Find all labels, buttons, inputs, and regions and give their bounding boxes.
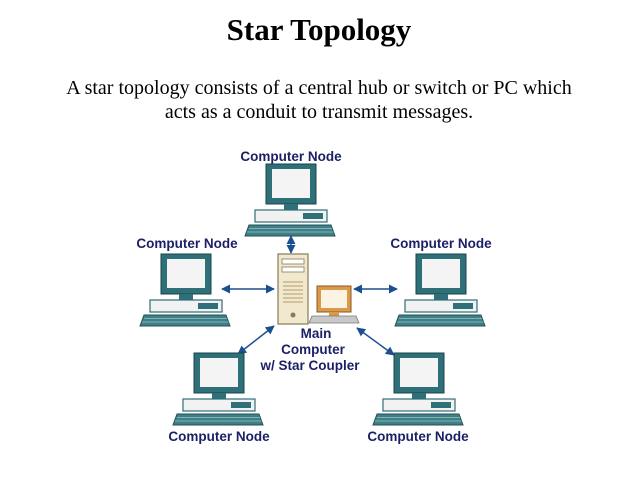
- main-monitor-icon: [308, 285, 360, 324]
- connector-lines: [221, 235, 398, 356]
- computer-node-bottom-right: Computer Node: [367, 352, 469, 444]
- computer-node-left: Computer Node: [136, 236, 238, 327]
- computer-node-top: Computer Node: [240, 149, 342, 237]
- slide-title: Star Topology: [226, 12, 412, 47]
- desktop-computer-icon: [139, 253, 231, 327]
- description-line-1: A star topology consists of a central hu…: [66, 77, 572, 99]
- slide-description: A star topology consists of a central hu…: [30, 76, 608, 124]
- main-label-line-3: w/ Star Coupler: [259, 358, 360, 373]
- node-label-bottom-right: Computer Node: [367, 429, 469, 444]
- computer-node-bottom-left: Computer Node: [168, 352, 270, 444]
- connector-bottom-left: [237, 325, 275, 355]
- desktop-computer-icon: [394, 253, 486, 327]
- main-label-line-1: Main: [301, 326, 332, 341]
- desktop-computer-icon: [172, 352, 264, 426]
- desktop-computer-icon: [372, 352, 464, 426]
- node-label-top: Computer Node: [240, 149, 342, 164]
- node-label-left: Computer Node: [136, 236, 238, 251]
- node-label-right: Computer Node: [390, 236, 492, 251]
- main-computer: Main Computer w/ Star Coupler: [259, 253, 360, 373]
- main-label-line-2: Computer: [281, 342, 345, 357]
- server-tower-icon: [277, 253, 309, 325]
- computer-node-right: Computer Node: [390, 236, 492, 327]
- description-line-2: acts as a conduit to transmit messages.: [164, 101, 474, 123]
- connector-bottom-right: [356, 327, 395, 356]
- desktop-computer-icon: [244, 163, 336, 237]
- node-label-bottom-left: Computer Node: [168, 429, 270, 444]
